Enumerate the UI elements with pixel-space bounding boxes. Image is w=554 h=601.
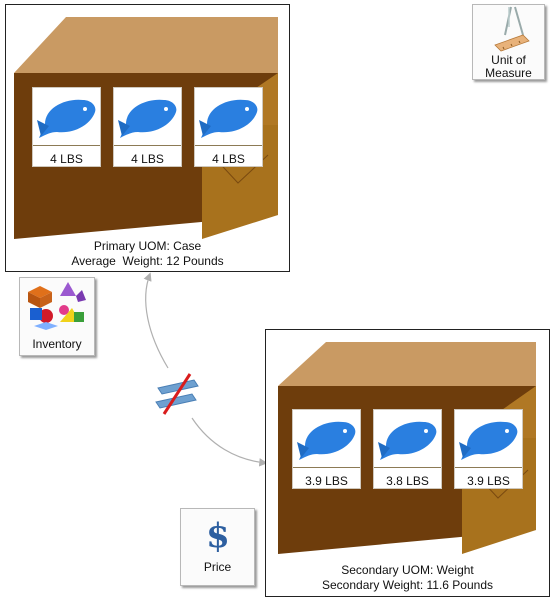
fish-icon bbox=[378, 421, 437, 460]
unit-of-measure-tile[interactable]: Unit of Measure bbox=[472, 4, 545, 80]
fish-card: 3.9 LBS bbox=[454, 409, 523, 489]
primary-uom-panel: 4 LBS 4 LBS 4 LBS Primary UOM: Case Aver… bbox=[5, 4, 290, 272]
fish-icon bbox=[297, 421, 356, 460]
fish-icon bbox=[199, 99, 258, 138]
price-tile[interactable]: $ Price bbox=[180, 508, 255, 586]
scale-icon bbox=[494, 6, 530, 52]
svg-text:$: $ bbox=[206, 516, 230, 556]
fish-card: 3.9 LBS bbox=[292, 409, 361, 489]
secondary-weight-label: Secondary Weight: 11.6 Pounds bbox=[322, 578, 493, 592]
arrow-to-primary bbox=[143, 272, 169, 369]
fish-card: 4 LBS bbox=[194, 87, 263, 167]
inventory-label: Inventory bbox=[32, 337, 82, 351]
fish-card: 4 LBS bbox=[113, 87, 182, 167]
fish-weight-label: 4 LBS bbox=[195, 145, 262, 166]
fish-card: 3.8 LBS bbox=[373, 409, 442, 489]
arrow-to-secondary bbox=[191, 417, 268, 467]
primary-uom-label: Primary UOM: Case bbox=[93, 239, 202, 253]
not-equal-icon bbox=[155, 373, 199, 415]
fish-icon bbox=[459, 421, 518, 460]
dollar-icon: $ bbox=[206, 516, 230, 556]
fish-weight-label: 3.8 LBS bbox=[374, 467, 441, 488]
fish-icon bbox=[118, 99, 177, 138]
fish-weight-label: 4 LBS bbox=[114, 145, 181, 166]
unit-of-measure-label: Unit of Measure bbox=[485, 53, 532, 80]
fish-weight-label: 3.9 LBS bbox=[293, 467, 360, 488]
fish-icon bbox=[37, 99, 96, 138]
fish-weight-label: 3.9 LBS bbox=[455, 467, 522, 488]
fish-card: 4 LBS bbox=[32, 87, 101, 167]
inventory-tile[interactable]: Inventory bbox=[19, 277, 95, 356]
inventory-icon bbox=[28, 282, 86, 330]
price-label: Price bbox=[203, 560, 232, 574]
secondary-uom-label: Secondary UOM: Weight bbox=[341, 563, 474, 577]
primary-weight-label: Average Weight: 12 Pounds bbox=[71, 254, 224, 268]
fish-weight-label: 4 LBS bbox=[33, 145, 100, 166]
secondary-uom-panel: 3.9 LBS 3.8 LBS 3.9 LBS Secondary UOM: W… bbox=[265, 329, 550, 597]
